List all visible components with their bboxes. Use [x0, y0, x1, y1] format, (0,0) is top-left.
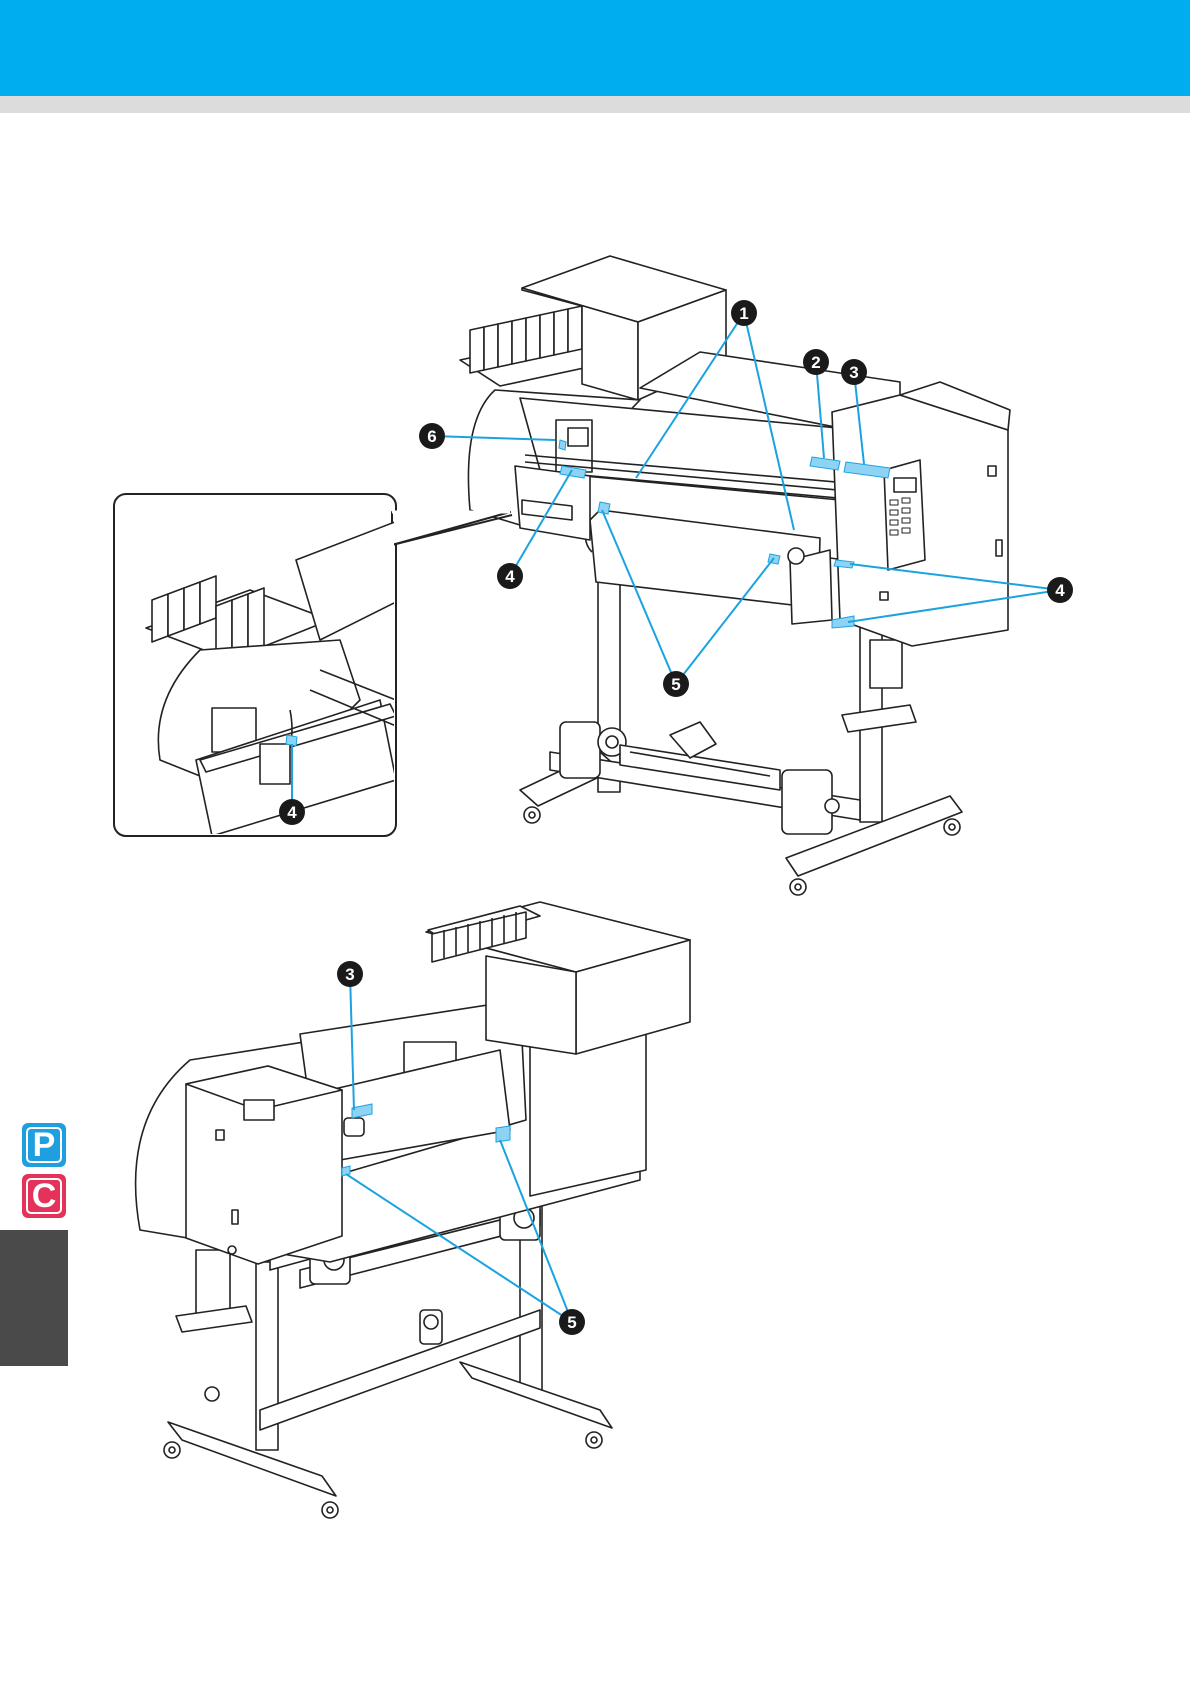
callout-6-label: 6 — [427, 427, 436, 446]
callout-1-label: 1 — [739, 304, 748, 323]
callout-1: 1 — [731, 300, 757, 326]
callout-5-rear-label: 5 — [567, 1313, 576, 1332]
side-chapter-block — [0, 1230, 68, 1366]
callout-2-label: 2 — [811, 353, 820, 372]
side-tab-p-label: P — [26, 1127, 62, 1163]
side-tab-p: P — [22, 1123, 66, 1167]
callout-3-rear-label: 3 — [345, 965, 354, 984]
callout-4-detail-label: 4 — [287, 803, 297, 822]
callout-3-rear: 3 — [337, 961, 363, 987]
callout-4-detail: 4 — [279, 799, 305, 825]
callout-3-front-label: 3 — [849, 363, 858, 382]
callout-4-left: 4 — [497, 563, 523, 589]
side-tab-c-label: C — [26, 1178, 62, 1214]
side-tab-c: C — [22, 1174, 66, 1218]
callout-5-front: 5 — [663, 671, 689, 697]
callout-2: 2 — [803, 349, 829, 375]
callout-6: 6 — [419, 423, 445, 449]
callout-4-right-label: 4 — [1055, 581, 1065, 600]
callout-3-front: 3 — [841, 359, 867, 385]
callout-4-right: 4 — [1047, 577, 1073, 603]
callout-4-left-label: 4 — [505, 567, 515, 586]
callout-5-front-label: 5 — [671, 675, 680, 694]
callout-5-rear: 5 — [559, 1309, 585, 1335]
